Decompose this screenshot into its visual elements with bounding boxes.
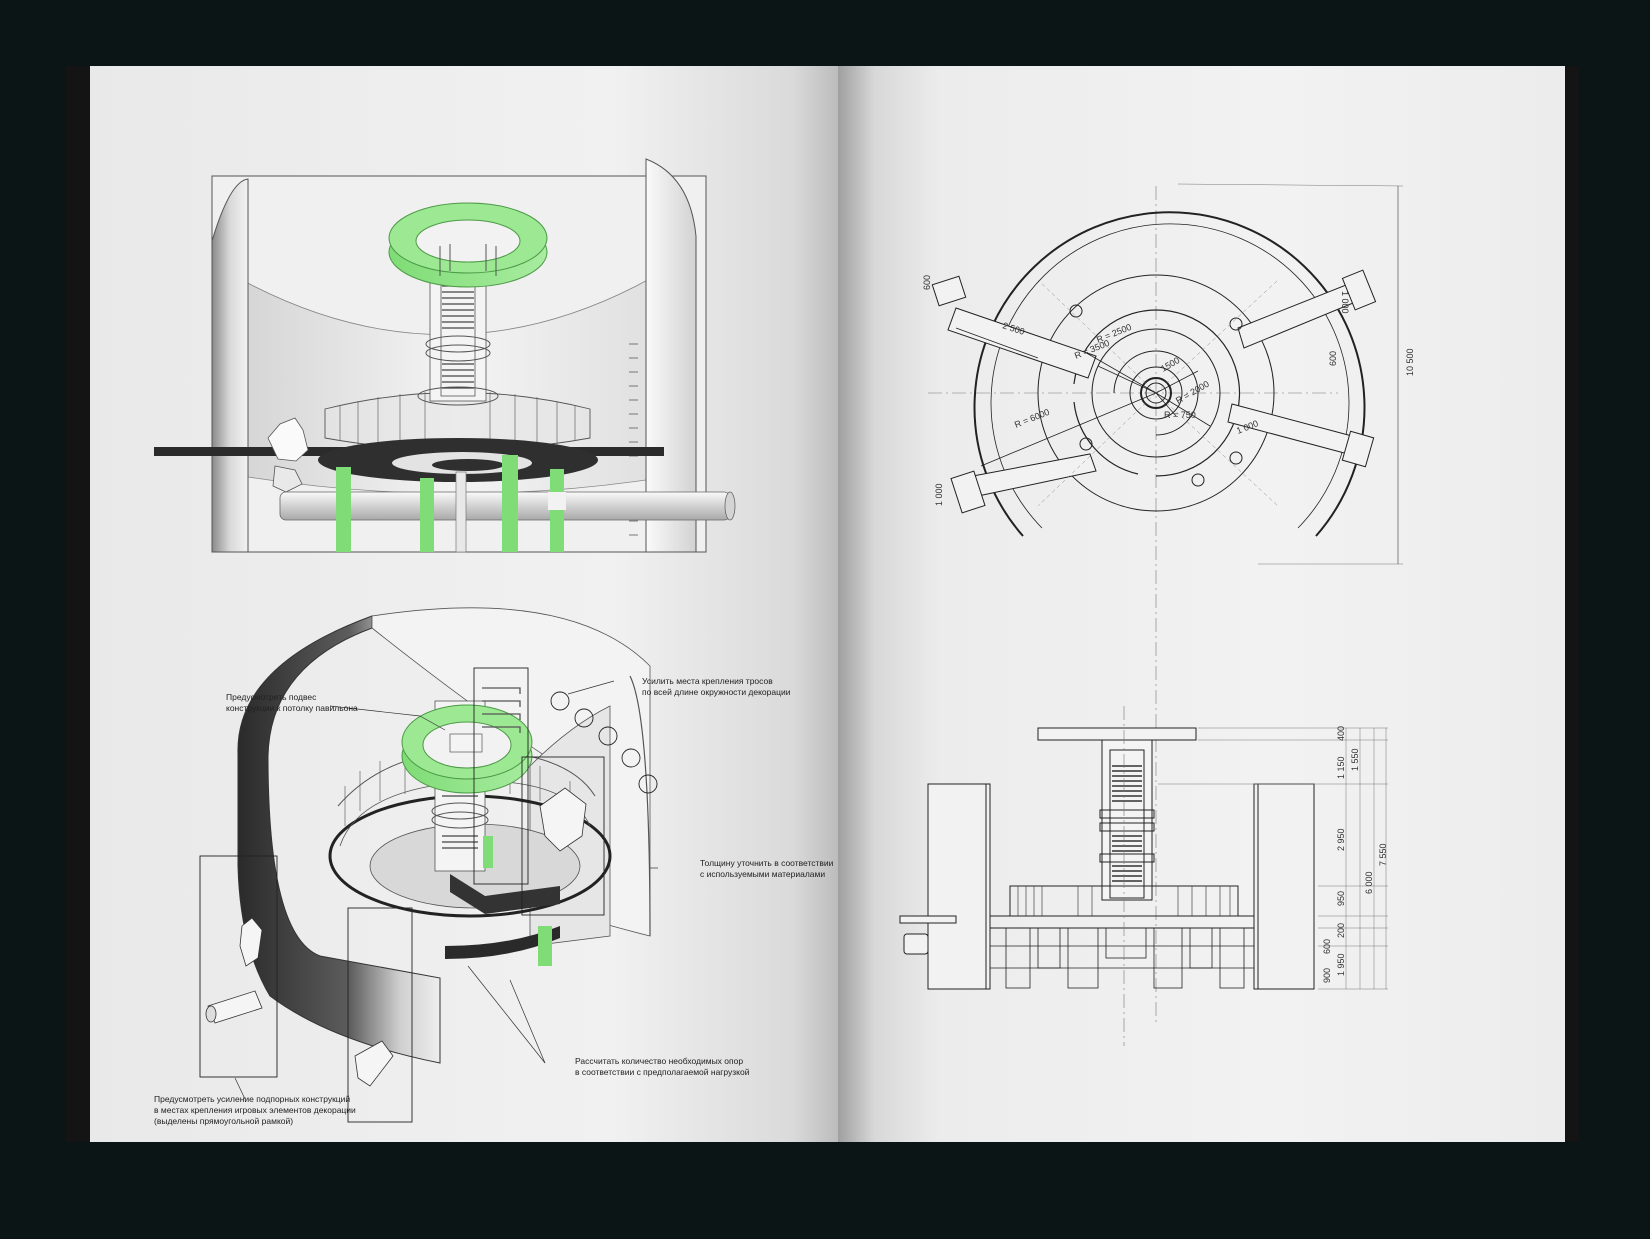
callout-cable-mounts: Усилить места крепления тросов по всей д… (642, 676, 791, 697)
dim-400: 400 (1336, 726, 1346, 741)
dim-1950: 1 950 (1336, 953, 1346, 976)
isometric-view-bottom: Предусмотреть подвес конструкции к потол… (154, 607, 836, 1126)
left-page: Предусмотреть подвес конструкции к потол… (90, 66, 838, 1142)
dim-overall-10500: 10 500 (1405, 348, 1415, 376)
dim-7550: 7 550 (1378, 843, 1388, 866)
callout-thickness: Толщину уточнить в соответствии с исполь… (700, 858, 836, 879)
dim-600-left: 600 (922, 275, 932, 290)
dim-1150: 1 150 (1336, 756, 1346, 779)
elevation-view (899, 706, 1388, 1046)
dim-2950: 2 950 (1336, 828, 1346, 851)
right-page: R = 6000 R = 3500 R = 2500 1500 R = 2000… (838, 66, 1565, 1142)
dim-r6000: R = 6000 (1013, 407, 1051, 430)
dim-950: 950 (1336, 891, 1346, 906)
perspective-view-top (154, 158, 736, 553)
left-page-drawings: Предусмотреть подвес конструкции к потол… (154, 158, 836, 1126)
dim-1550: 1 550 (1350, 748, 1360, 771)
dim-1000-right: 1 000 (1340, 291, 1350, 314)
dim-r2500: R = 2500 (1095, 322, 1133, 345)
dim-900: 900 (1322, 968, 1332, 983)
dim-600-right: 600 (1328, 351, 1338, 366)
right-page-drawings: R = 6000 R = 3500 R = 2500 1500 R = 2000… (899, 183, 1415, 1046)
dim-600: 600 (1322, 939, 1332, 954)
callout-ceiling-suspension: Предусмотреть подвес конструкции к потол… (226, 692, 358, 713)
callout-reinforcement: Предусмотреть усиление подпорных констру… (154, 1094, 358, 1126)
dim-r750: R = 750 (1164, 410, 1196, 420)
dim-6000: 6 000 (1364, 871, 1374, 894)
plan-view (928, 183, 1404, 1026)
elevation-dimensions: 400 1 150 1 550 2 950 7 550 6 000 950 20… (1322, 726, 1388, 983)
dim-1000-bottom: 1 000 (934, 483, 944, 506)
dim-200: 200 (1336, 923, 1346, 938)
callout-supports-count: Рассчитать количество необходимых опор в… (575, 1056, 750, 1077)
